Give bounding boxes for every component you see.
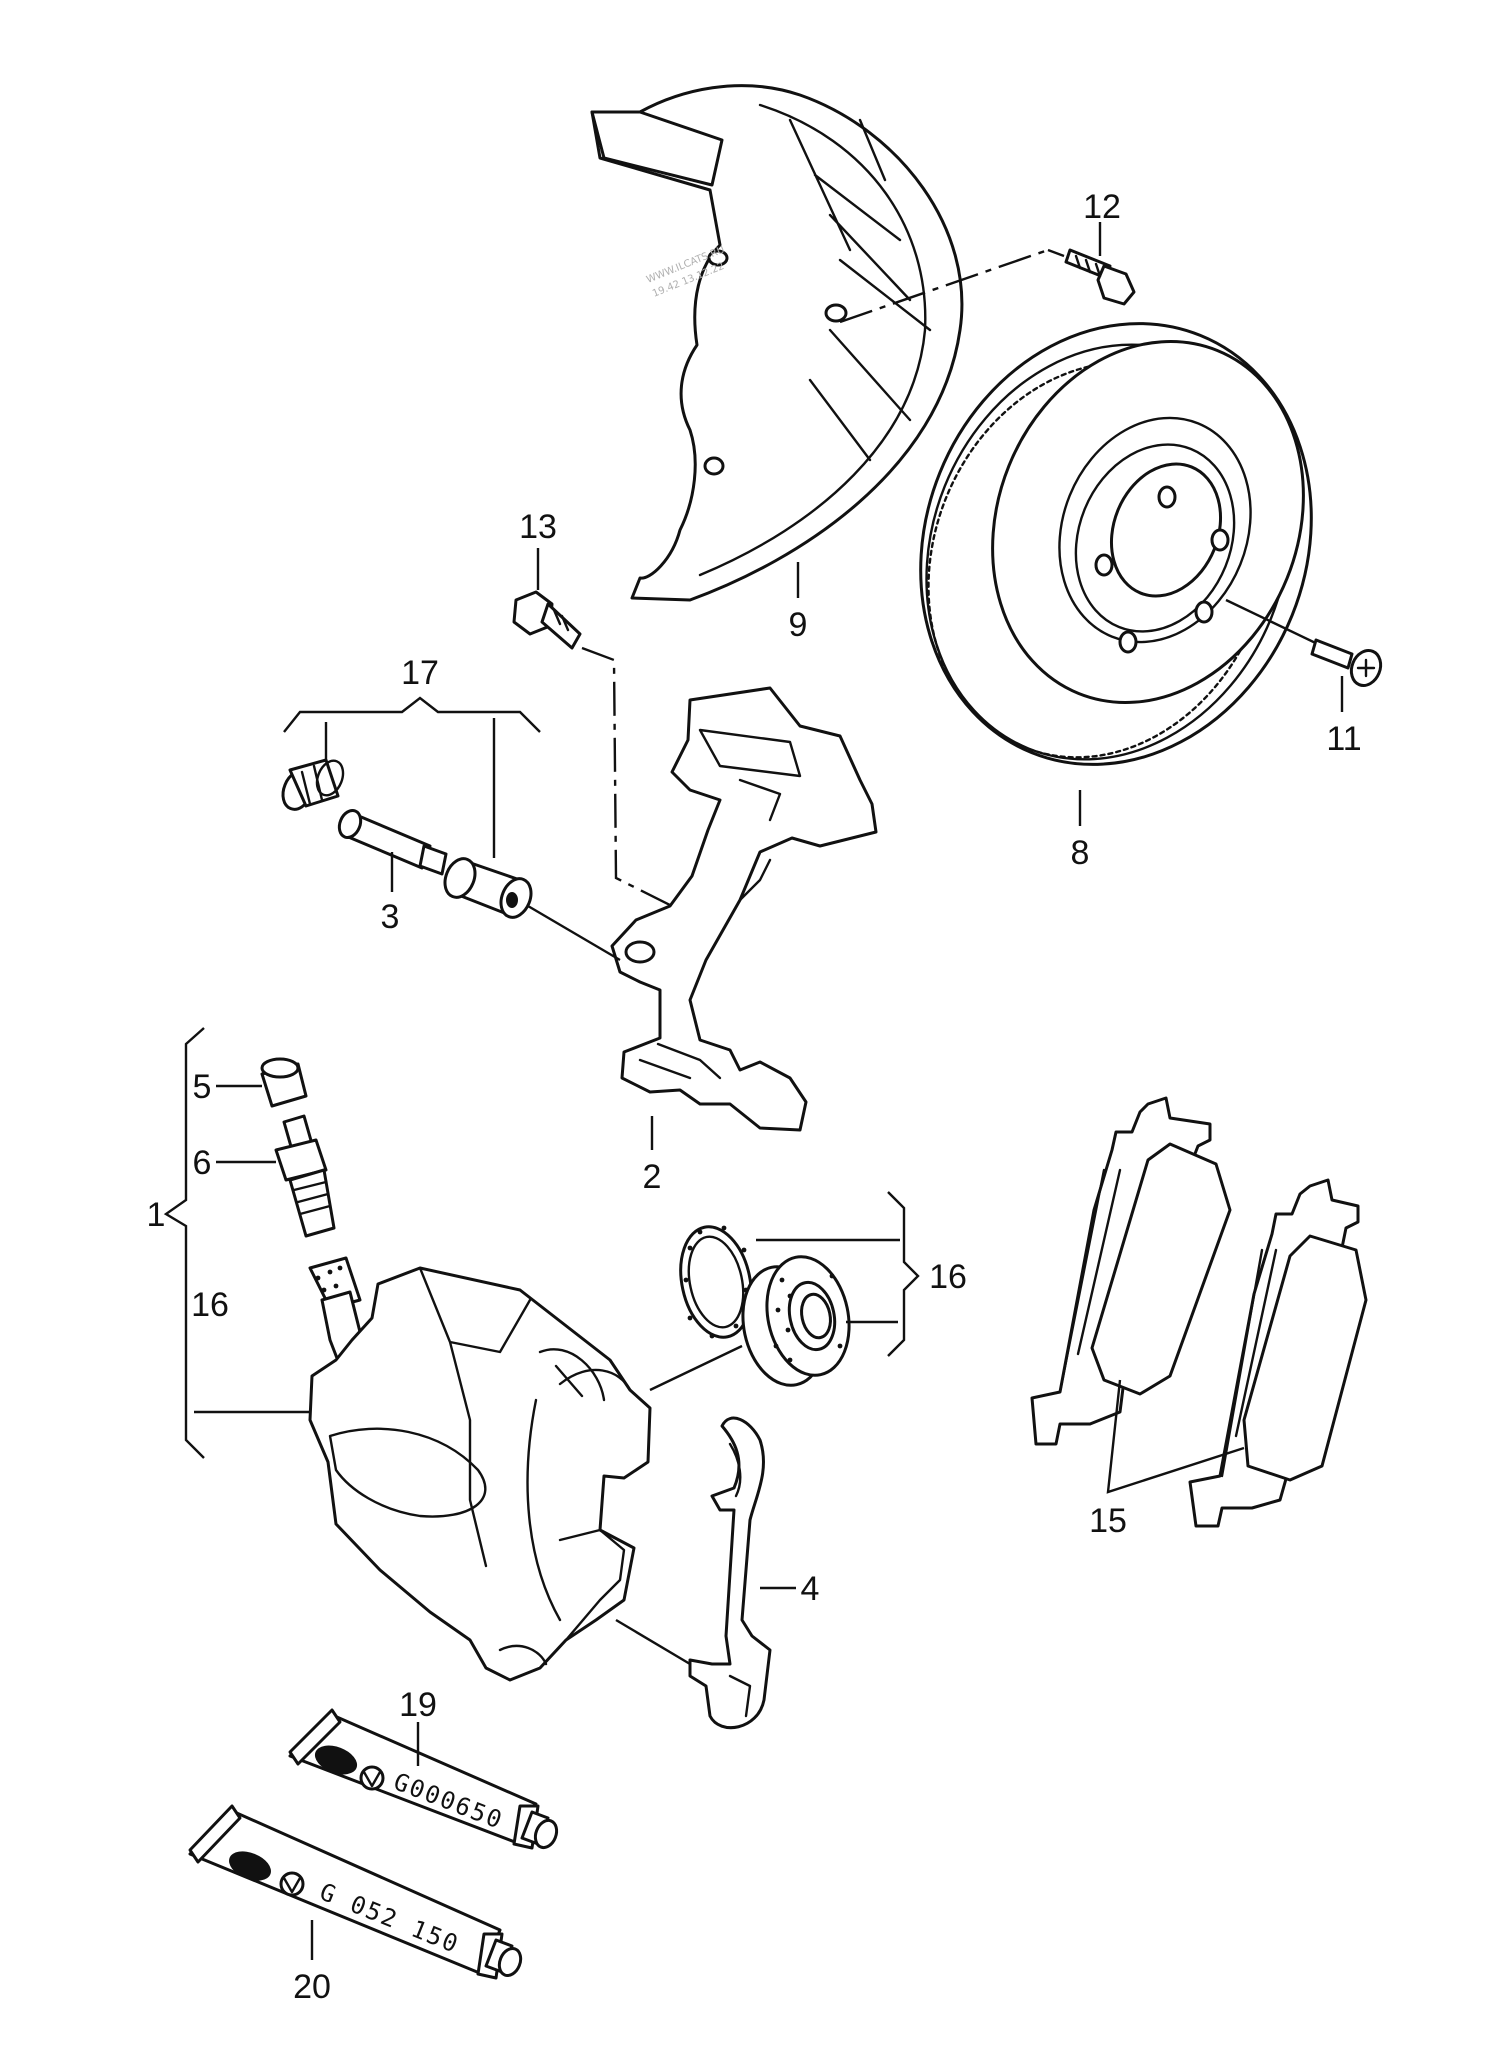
callout-13[interactable]: 13 (519, 508, 557, 546)
part-17-bushing[interactable] (440, 854, 537, 922)
part-11-disc-screw[interactable] (1310, 638, 1386, 690)
leader-12-dash (839, 248, 1049, 324)
callout-2[interactable]: 2 (643, 1158, 662, 1196)
part-6-bleeder-screw[interactable] (274, 1114, 336, 1238)
callout-16-right[interactable]: 16 (929, 1258, 967, 1296)
callout-17[interactable]: 17 (401, 654, 439, 692)
part-17-cap[interactable] (278, 757, 348, 814)
callout-16-left[interactable]: 16 (191, 1286, 229, 1324)
part-16-seal-ring[interactable] (671, 1220, 761, 1344)
part-16-piston[interactable] (732, 1249, 859, 1393)
callout-20[interactable]: 20 (293, 1968, 331, 2006)
callout-3[interactable]: 3 (381, 898, 400, 936)
part-13-bolt[interactable] (512, 590, 582, 650)
part-3-guide-pin[interactable] (335, 807, 448, 876)
callout-5[interactable]: 5 (193, 1068, 212, 1106)
leader-13-dash (581, 646, 673, 908)
part-8-brake-disc[interactable] (856, 264, 1377, 824)
part-2-caliper-carrier[interactable] (610, 686, 878, 1132)
callout-12[interactable]: 12 (1083, 188, 1121, 226)
leader-11-dash (1225, 598, 1327, 650)
part-1-brake-caliper[interactable] (308, 1256, 652, 1682)
part-19-grease-tube[interactable]: G000650 (288, 1708, 560, 1851)
callout-11[interactable]: 11 (1326, 720, 1361, 758)
callout-8[interactable]: 8 (1071, 834, 1090, 872)
leader-15 (1106, 1379, 1245, 1494)
part-12-bolt[interactable] (1064, 248, 1136, 306)
callout-1[interactable]: 1 (147, 1196, 166, 1234)
callout-9[interactable]: 9 (789, 606, 808, 644)
part-15-brake-pad-rear[interactable] (1188, 1178, 1368, 1528)
bracket-17 (283, 696, 541, 733)
bracket-1 (163, 1027, 205, 1459)
part-4-retaining-spring[interactable] (688, 1416, 772, 1730)
part-5-bleeder-cap[interactable] (260, 1057, 308, 1108)
callout-6[interactable]: 6 (193, 1144, 212, 1182)
bracket-16 (887, 1191, 920, 1357)
callout-4[interactable]: 4 (801, 1570, 820, 1608)
part-9-splash-shield[interactable]: WWW.ILCATS.RU 19.42 13.12.22 (590, 84, 964, 602)
callout-15[interactable]: 15 (1089, 1502, 1127, 1540)
part-20-grease-tube[interactable]: G 052 150 (188, 1804, 525, 1980)
part-15-brake-pad-front[interactable] (1030, 1096, 1232, 1446)
callout-19[interactable]: 19 (399, 1686, 437, 1724)
